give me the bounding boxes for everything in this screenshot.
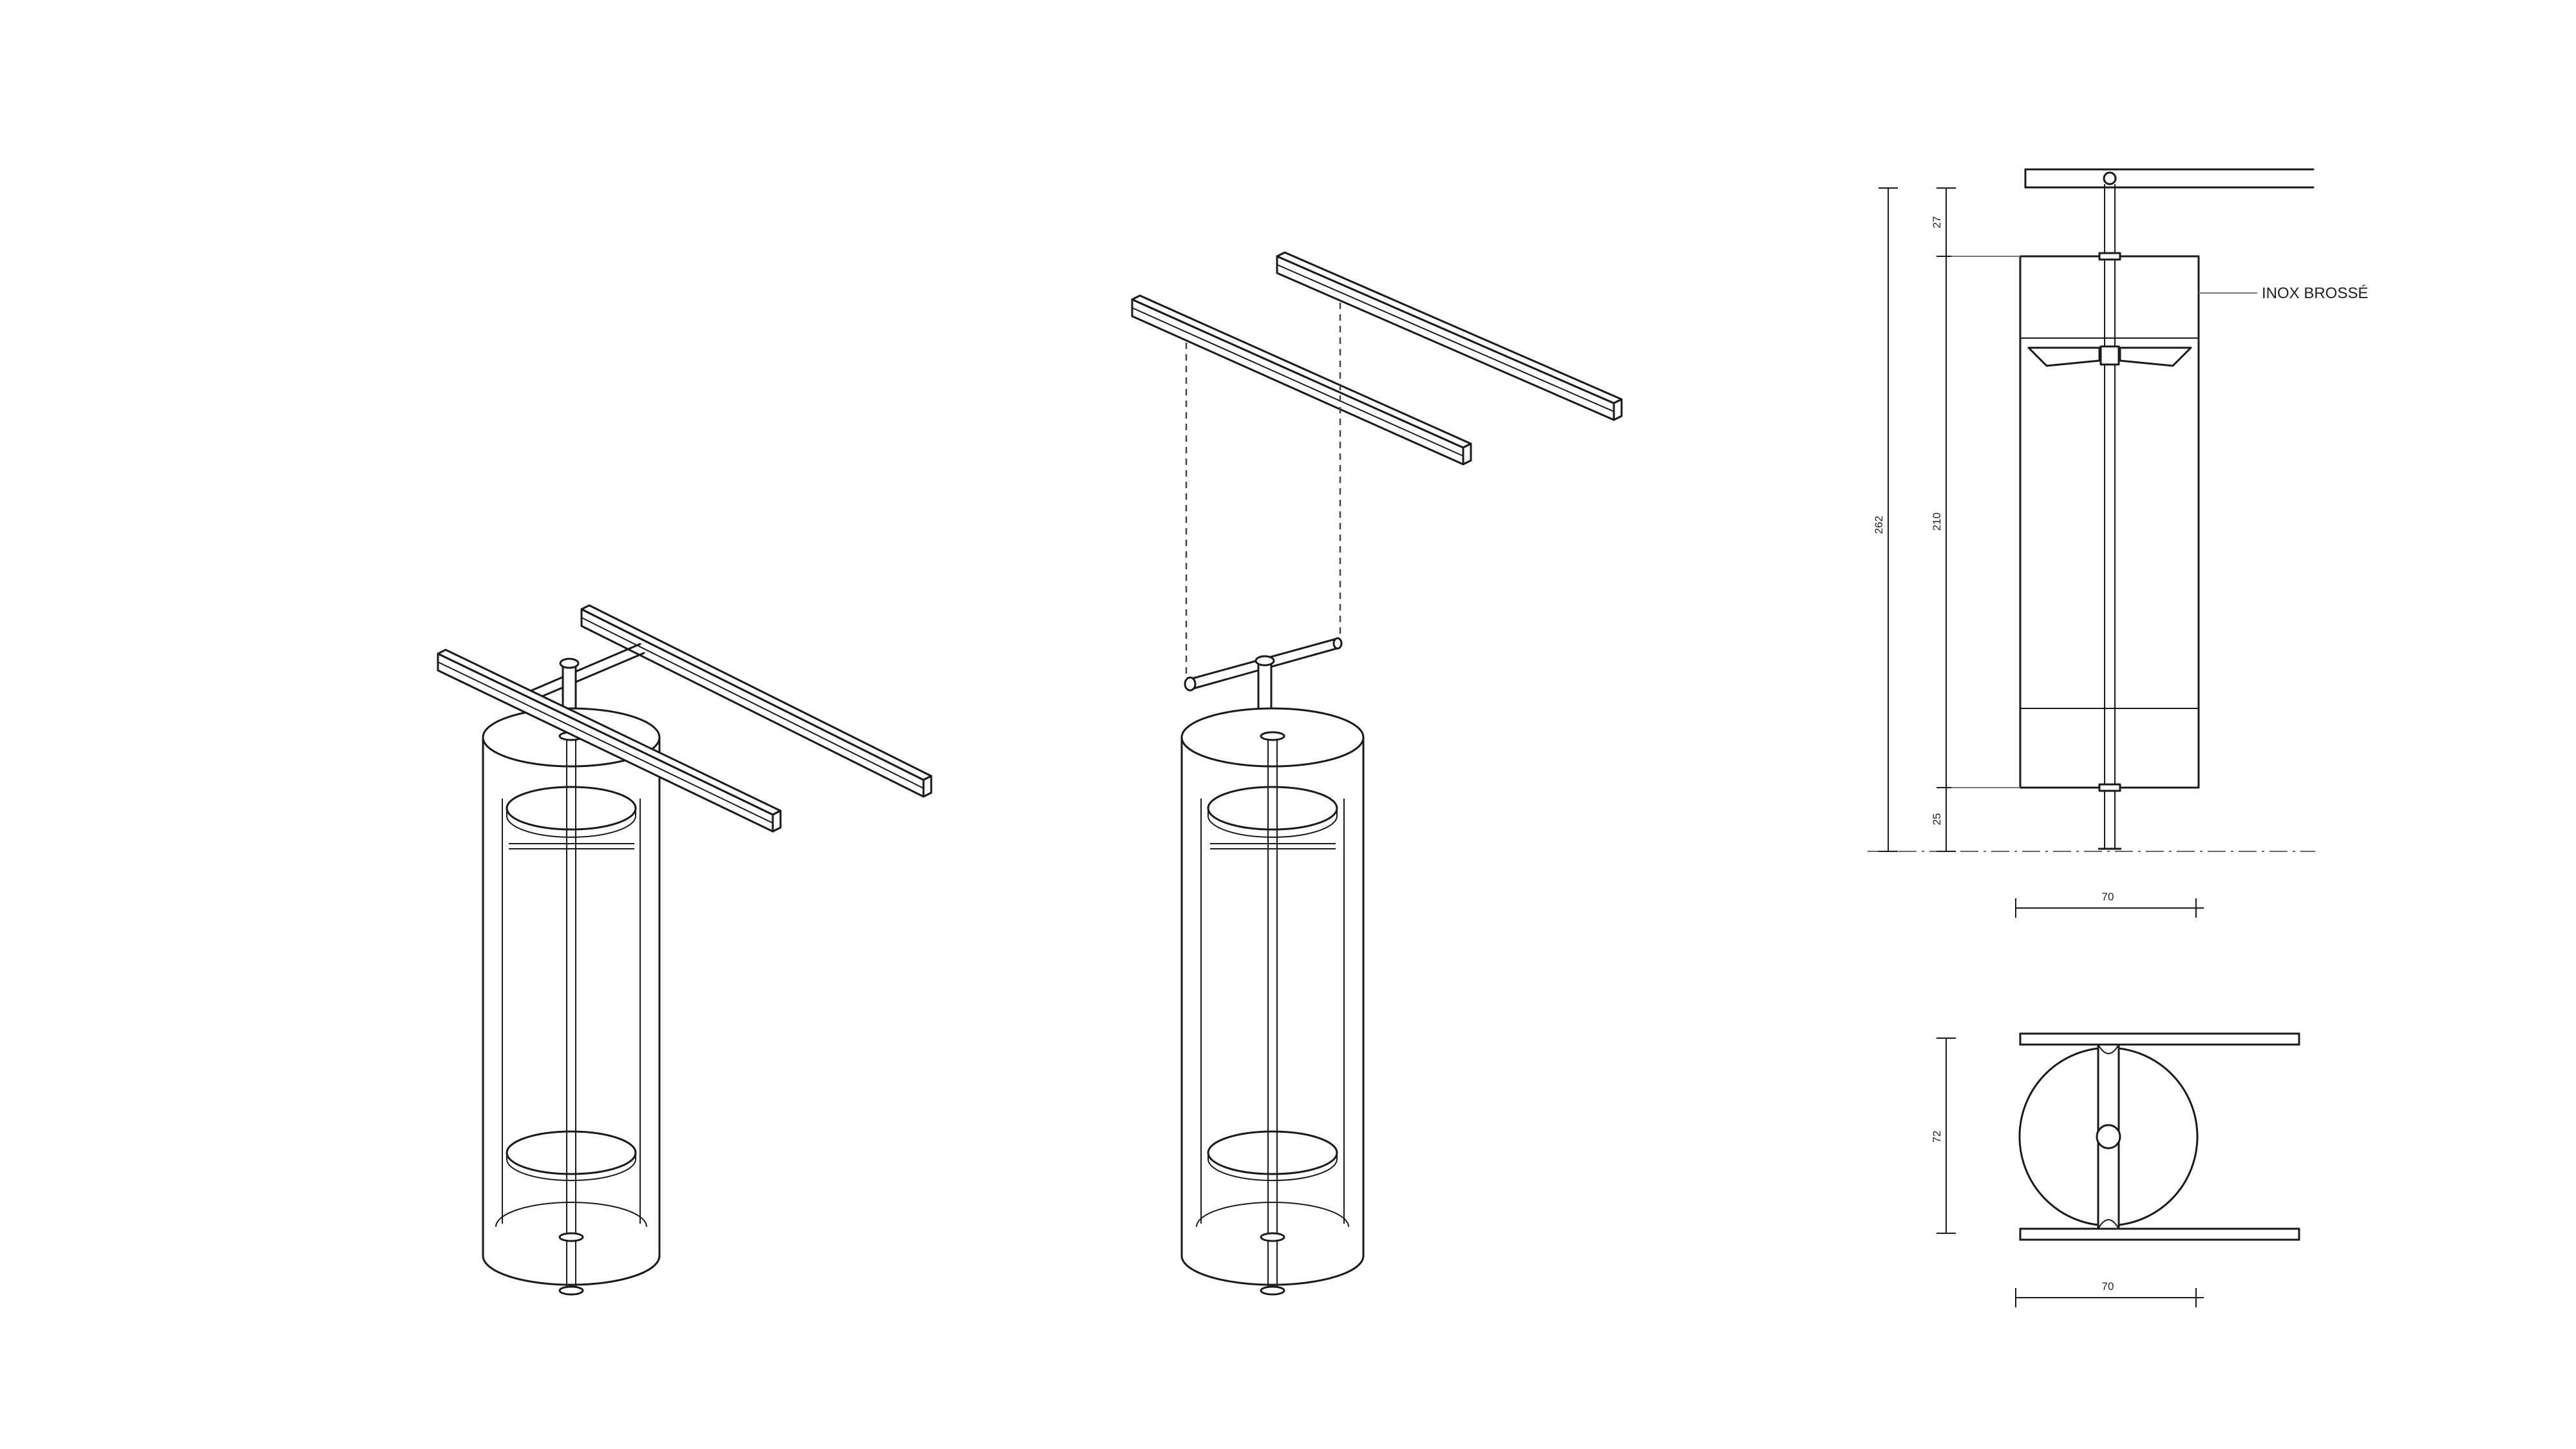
elevation-clothes-hanger — [2027, 345, 2192, 367]
dimension-text-total-height: 262 — [1873, 516, 1885, 534]
elevation-bottom-clip — [2098, 783, 2121, 792]
plan-rail-top — [2019, 1032, 2300, 1046]
isometric-view-assembled — [437, 604, 933, 1296]
dimension-text-body-height: 210 — [1931, 513, 1943, 531]
plan-rod-section — [2096, 1124, 2121, 1150]
elevation-central-rod — [2104, 184, 2116, 849]
assembly-guide-lines — [1185, 303, 1341, 676]
dimension-plan-depth: 72 — [1931, 1037, 1956, 1234]
elevation-ceiling-beam — [2024, 168, 2315, 189]
ceiling-beam-back-exploded — [1276, 251, 1623, 421]
dimension-text-plan-depth: 72 — [1931, 1131, 1943, 1143]
dimension-text-elevation-width: 70 — [2102, 891, 2114, 903]
material-label: INOX BROSSÉ — [2262, 285, 2368, 302]
elevation-top-clip — [2098, 252, 2121, 261]
dimension-plan-width: 70 — [2015, 1280, 2204, 1307]
ceiling-beam-front — [437, 649, 782, 833]
plan-rail-bottom — [2019, 1227, 2300, 1241]
dimension-total-height: 262 — [1873, 187, 1898, 852]
front-elevation-view: INOX BROSSÉ 262 27 210 25 70 — [1868, 168, 2368, 918]
dimension-text-bottom-gap: 25 — [1931, 813, 1943, 826]
cylinder-cabinet-assembled — [482, 707, 661, 1296]
isometric-view-exploded — [1131, 251, 1623, 1296]
elevation-hanger-ring — [2103, 171, 2117, 185]
plan-view: 72 70 — [1931, 1032, 2300, 1307]
dimension-elevation-width: 70 — [2015, 891, 2204, 918]
cylinder-cabinet-exploded — [1180, 707, 1365, 1296]
elevation-cabinet-body — [2019, 255, 2200, 789]
dimension-text-top-gap: 27 — [1931, 216, 1943, 229]
dimension-chain-vertical: 27 210 25 — [1931, 187, 2020, 852]
ceiling-beam-back — [580, 604, 933, 798]
dimension-text-plan-width: 70 — [2102, 1280, 2114, 1293]
ceiling-beam-front-exploded — [1131, 294, 1472, 466]
